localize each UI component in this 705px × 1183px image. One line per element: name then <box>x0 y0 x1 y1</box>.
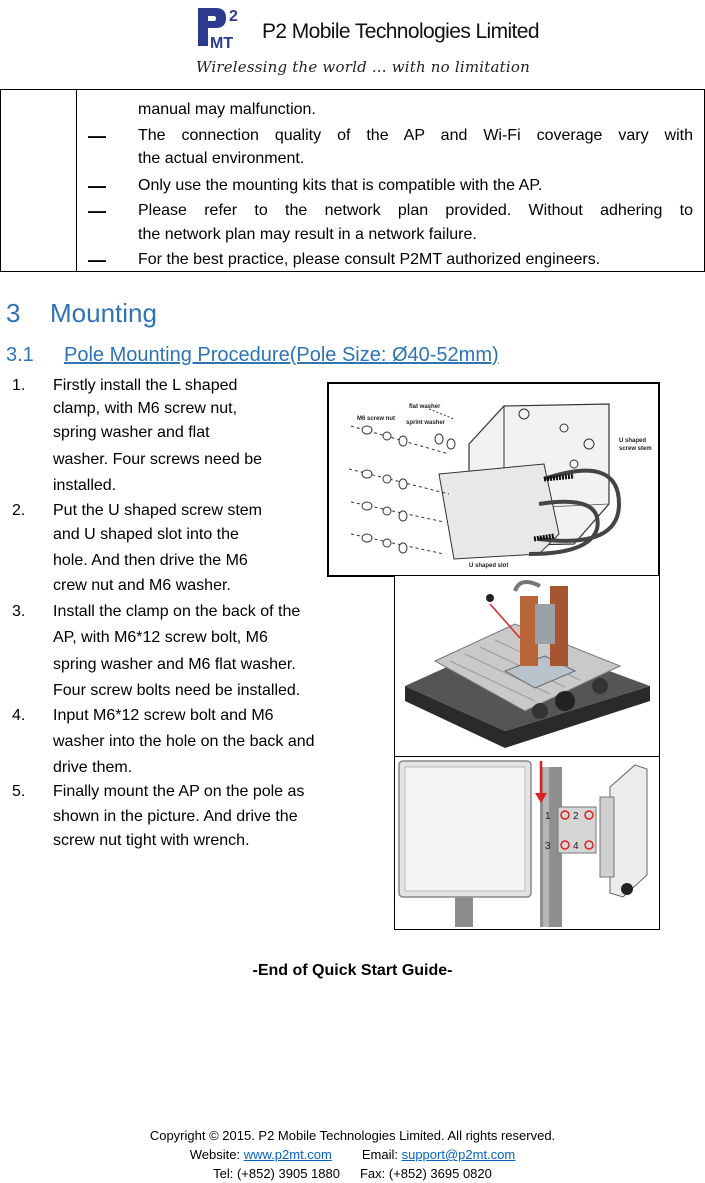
note-bullet: — <box>88 250 106 270</box>
step-number: 3. <box>12 603 26 620</box>
notes-table: manual may malfunction. — The connection… <box>0 89 705 272</box>
label-u-shaped-slot: U shaped slot <box>469 563 508 569</box>
step-line: Firstly install the L shaped <box>53 377 238 394</box>
p2mt-logo: 2 MT <box>196 4 252 50</box>
email-link[interactable]: support@p2mt.com <box>401 1147 516 1162</box>
section-number: 3 <box>6 298 21 328</box>
label-sprint-washer: sprint washer <box>406 420 446 426</box>
step-number: 4. <box>12 707 26 724</box>
website-link[interactable]: www.p2mt.com <box>243 1147 332 1162</box>
step-line: Four screw bolts need be installed. <box>53 682 301 699</box>
label-flat-washer: flat washer <box>409 404 441 410</box>
end-of-guide: -End of Quick Start Guide- <box>252 962 453 979</box>
page-header: 2 MT P2 Mobile Technologies Limited Wire… <box>0 0 705 90</box>
note-line: For the best practice, please consult P2… <box>138 251 601 268</box>
step-line: clamp, with M6 screw nut, <box>53 400 238 417</box>
bolt-label-4: 4 <box>573 841 579 852</box>
step-line: washer into the hole on the back and <box>53 733 315 750</box>
company-name: P2 Mobile Technologies Limited <box>262 20 540 43</box>
note-line: the actual environment. <box>138 150 305 167</box>
step-line: crew nut and M6 washer. <box>53 577 231 594</box>
step-number: 1. <box>12 377 26 394</box>
step-line: spring washer and flat <box>53 424 210 441</box>
step-number: 5. <box>12 783 26 800</box>
bolt-label-2: 2 <box>573 811 579 822</box>
note-line: The connection quality of the AP and Wi-… <box>138 127 693 144</box>
clamp-exploded-diagram: flat washer M6 screw nut sprint washer U… <box>327 382 660 577</box>
note-line: Only use the mounting kits that is compa… <box>138 177 543 194</box>
bolt-label-3: 3 <box>545 841 551 852</box>
subsection-title: Pole Mounting Procedure(Pole Size: Ø40-5… <box>64 344 499 366</box>
note-line: manual may malfunction. <box>138 101 316 118</box>
website-label: Website: <box>189 1147 244 1162</box>
subsection-heading: 3.1 Pole Mounting Procedure(Pole Size: Ø… <box>6 344 499 367</box>
step-line: AP, with M6*12 screw bolt, M6 <box>53 629 268 646</box>
step-line: hole. And then drive the M6 <box>53 552 248 569</box>
tagline: Wirelessing the world ... with no limita… <box>196 58 530 76</box>
tel-text: Tel: (+852) 3905 1880 <box>213 1166 340 1181</box>
label-m6-screw-nut: M6 screw nut <box>357 416 395 422</box>
step-line: installed. <box>53 477 117 494</box>
bolt-label-1: 1 <box>545 811 551 822</box>
step-line: Install the clamp on the back of the <box>53 603 301 620</box>
subsection-number: 3.1 <box>6 344 34 366</box>
step-number: 2. <box>12 502 26 519</box>
label-u-shaped: U shaped <box>619 438 646 444</box>
step-line: shown in the picture. And drive the <box>53 808 298 825</box>
step-line: Finally mount the AP on the pole as <box>53 783 305 800</box>
step-line: screw nut tight with wrench. <box>53 832 250 849</box>
svg-text:MT: MT <box>210 35 233 50</box>
email-label: Email: <box>361 1147 402 1162</box>
note-line: Please refer to the network plan provide… <box>138 202 693 219</box>
phone-line: Tel: (+852) 3905 1880 Fax: (+852) 3695 08… <box>0 1164 705 1183</box>
page-footer: Copyright © 2015. P2 Mobile Technologies… <box>0 1126 705 1183</box>
step-line: washer. Four screws need be <box>53 451 262 468</box>
step-line: Input M6*12 screw bolt and M6 <box>53 707 274 724</box>
pole-mount-photo: 1 2 3 4 <box>394 756 660 930</box>
ap-back-clamp-photo <box>394 575 660 758</box>
copyright-text: Copyright © 2015. P2 Mobile Technologies… <box>149 1128 556 1143</box>
section-title: Mounting <box>50 298 157 328</box>
note-bullet: — <box>88 176 106 196</box>
step-line: drive them. <box>53 759 133 776</box>
svg-text:2: 2 <box>229 8 238 25</box>
note-bullet: — <box>88 201 106 221</box>
table-column-divider <box>76 90 77 271</box>
note-bullet: — <box>88 126 106 146</box>
step-line: spring washer and M6 flat washer. <box>53 656 296 673</box>
label-screw-stem: screw stem <box>619 446 652 452</box>
step-line: and U shaped slot into the <box>53 526 239 543</box>
contact-line: Website: www.p2mt.com Email: support@p2mt… <box>0 1145 705 1164</box>
note-line: the network plan may result in a network… <box>138 226 477 243</box>
fax-text: Fax: (+852) 3695 0820 <box>359 1166 492 1181</box>
step-line: Put the U shaped screw stem <box>53 502 262 519</box>
section-heading: 3 Mounting <box>6 298 157 329</box>
